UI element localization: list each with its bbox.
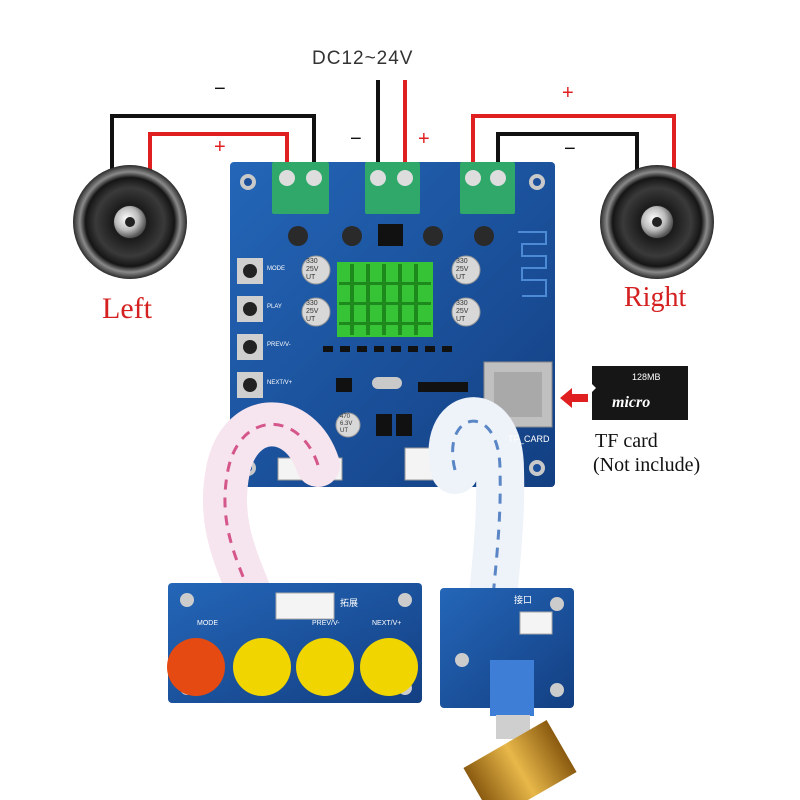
- jack-board: [440, 588, 577, 800]
- board-cap-text-3: 330 25V UT: [456, 258, 469, 281]
- capacitors: [301, 255, 481, 438]
- right-pos-sign: +: [562, 82, 574, 104]
- right-neg-sign: −: [564, 138, 576, 160]
- inductors: [288, 226, 494, 246]
- right-label: Right: [624, 282, 687, 313]
- power-terminal-block: [365, 162, 420, 214]
- tf-card-capacity: 128MB: [632, 372, 661, 382]
- next-cap: [360, 638, 418, 696]
- button-board: [167, 583, 422, 703]
- smd-components: [323, 346, 468, 436]
- audio-jack: [490, 660, 534, 716]
- mode-cap: [167, 638, 225, 696]
- left-pos-sign: +: [214, 136, 226, 158]
- heatsink: [337, 262, 433, 337]
- button-board-label-prev: PREV/V-: [312, 620, 340, 627]
- button-board-header-label: 拓展: [340, 598, 359, 608]
- board-cap-text-2: 330 25V UT: [306, 300, 319, 323]
- left-terminal-block: [272, 162, 329, 214]
- board-button-label-mode: MODE: [267, 266, 285, 272]
- board-cap-text-1: 330 25V UT: [306, 258, 319, 281]
- button-board-label-mode: MODE: [197, 620, 218, 627]
- tf-card-brand: micro: [612, 394, 651, 411]
- tf-card-label-line1: TF card: [595, 430, 658, 452]
- board-button-label-prev: PREV/V-: [267, 342, 291, 348]
- left-neg-sign: −: [214, 78, 226, 100]
- right-terminal-block: [460, 162, 515, 214]
- board-cap-text-4: 330 25V UT: [456, 300, 469, 323]
- left-speaker-wires: [110, 114, 316, 185]
- tf-card-label-line2: (Not include): [593, 454, 701, 476]
- right-speaker: [600, 165, 714, 279]
- prev-cap: [296, 638, 354, 696]
- antenna-trace: [518, 231, 547, 297]
- crystal: [372, 377, 402, 389]
- board-button-label-next: NEXT/V+: [267, 380, 293, 386]
- board-button-label-play: PLAY: [267, 304, 282, 310]
- gold-plug: [463, 720, 577, 800]
- board-buttons: [237, 258, 263, 398]
- board-small-cap-text: 470 6.3V UT: [340, 414, 353, 434]
- power-label: DC12~24V: [312, 48, 414, 69]
- power-pos-sign: +: [418, 128, 430, 150]
- play-cap: [233, 638, 291, 696]
- tf-card: [592, 366, 688, 420]
- button-board-label-next: NEXT/V+: [372, 620, 402, 627]
- tf-slot-label: TF_CARD: [508, 434, 550, 444]
- power-header: [378, 224, 403, 246]
- left-speaker: [73, 165, 187, 279]
- power-wires: [376, 80, 407, 172]
- right-speaker-wires: [471, 114, 676, 172]
- power-neg-sign: −: [350, 128, 362, 150]
- jack-board-header-label: 接口: [514, 595, 533, 605]
- left-label: Left: [102, 292, 152, 325]
- red-arrow-icon: [560, 388, 588, 408]
